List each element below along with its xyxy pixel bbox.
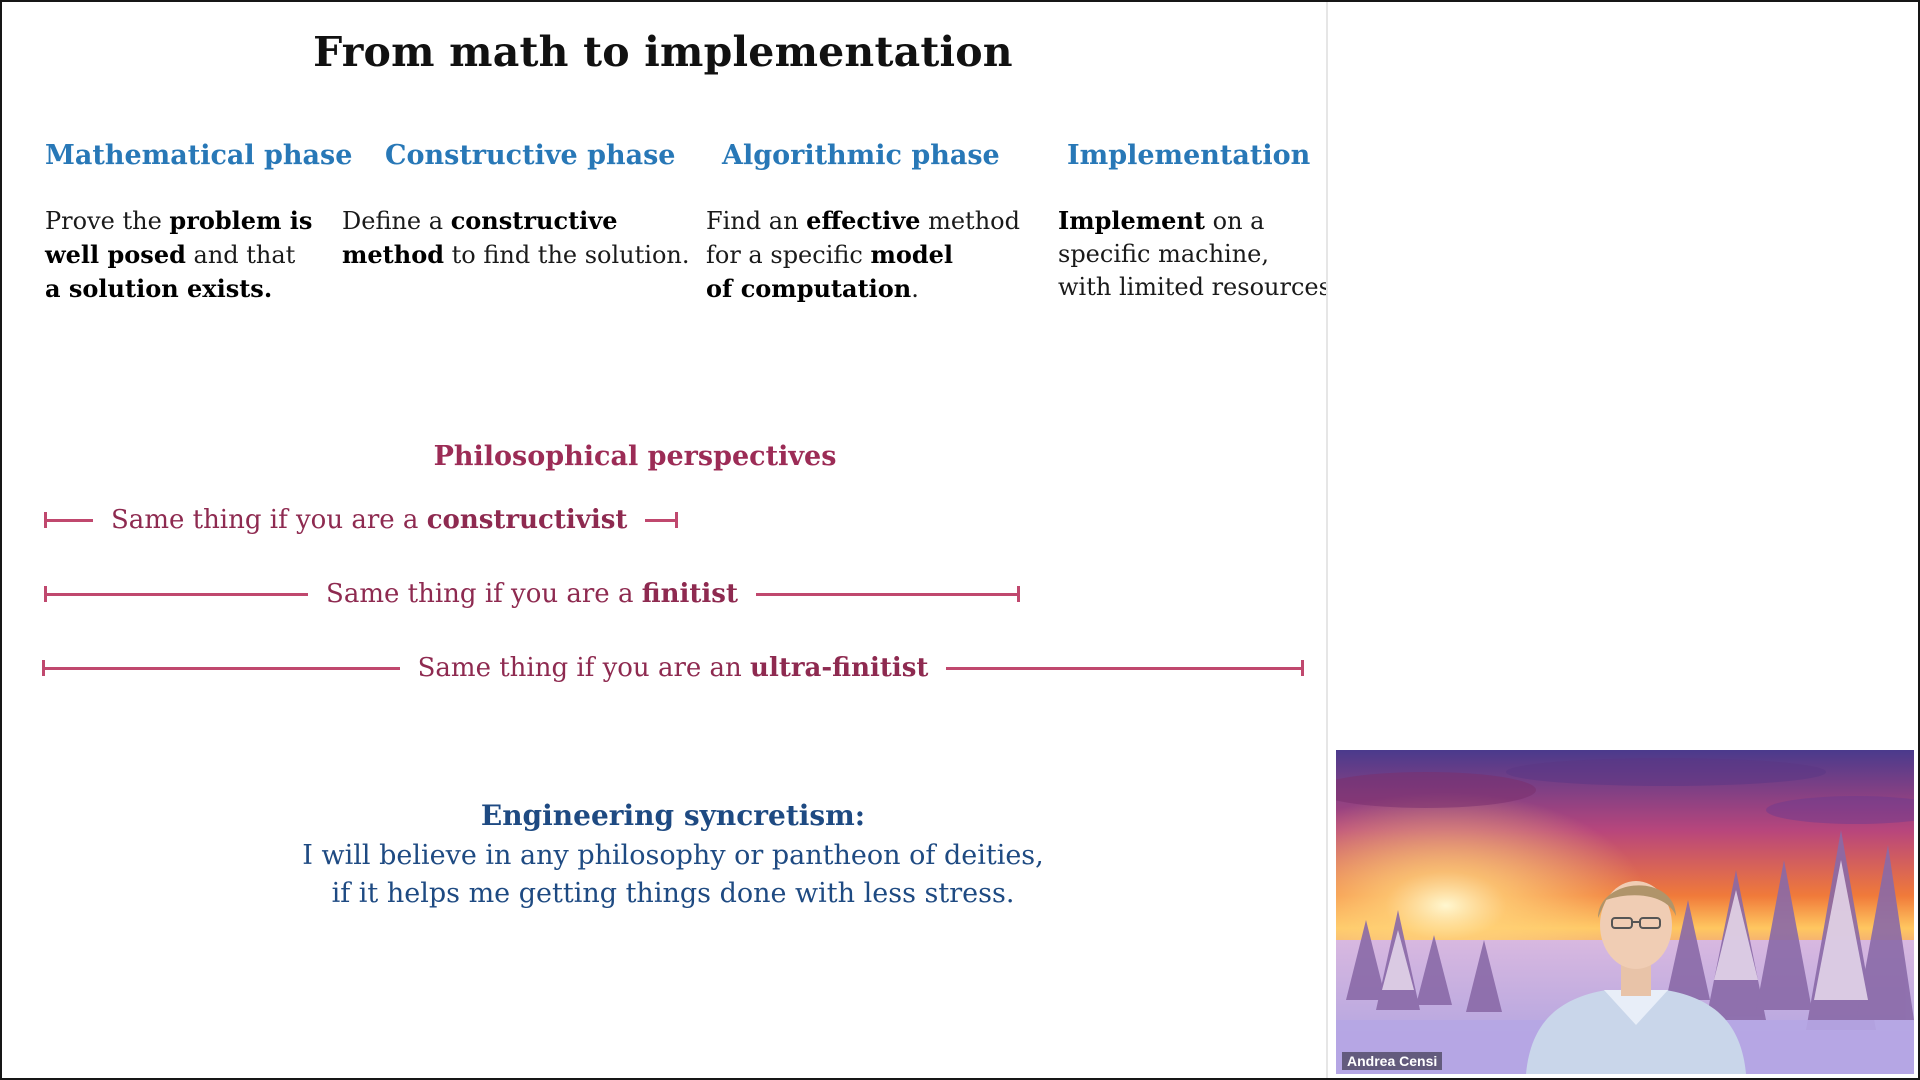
engineering-syncretism-line-1: I will believe in any philosophy or pant… bbox=[302, 840, 1044, 871]
text-run: to find the solution. bbox=[444, 241, 690, 269]
phase-description-line: Define a constructive bbox=[342, 204, 690, 238]
emphasized-text: a solution exists. bbox=[45, 274, 273, 303]
phase-heading-mathematical: Mathematical phase bbox=[45, 140, 353, 171]
phase-description-line: Prove the problem is bbox=[45, 204, 312, 238]
phase-description-line: Find an effective method bbox=[706, 204, 1020, 238]
emphasized-text: method bbox=[342, 240, 444, 269]
video-frame bbox=[1336, 750, 1914, 1074]
range-line-right bbox=[946, 666, 1301, 670]
phase-description-line: specific machine, bbox=[1058, 238, 1339, 271]
text-run: Prove the bbox=[45, 207, 170, 235]
participant-figure bbox=[1526, 881, 1746, 1074]
range-end-tick bbox=[1017, 586, 1020, 602]
phase-description-line: for a specific model bbox=[706, 238, 1020, 272]
emphasized-text: model bbox=[870, 240, 954, 269]
range-line-right bbox=[645, 518, 675, 522]
range-line-right bbox=[755, 592, 1017, 596]
range-line-left bbox=[47, 592, 309, 596]
range-label-ultra-finitist: Same thing if you are an ultra-finitist bbox=[417, 653, 929, 683]
range-start-tick bbox=[44, 586, 47, 602]
philosophical-perspectives-heading: Philosophical perspectives bbox=[433, 441, 837, 472]
engineering-syncretism-line-2: if it helps me getting things done with … bbox=[331, 878, 1015, 909]
presentation-slide: From math to implementation Mathematical… bbox=[4, 4, 1339, 1078]
phase-description-line: a solution exists. bbox=[45, 272, 312, 306]
text-run: Find an bbox=[706, 207, 807, 235]
range-end-tick bbox=[675, 512, 678, 528]
range-start-tick bbox=[42, 660, 45, 676]
range-ultra-finitist: Same thing if you are an ultra-finitist bbox=[42, 648, 1304, 688]
emphasized-text: constructive bbox=[450, 206, 618, 235]
emphasized-text: of computation bbox=[706, 274, 912, 303]
phase-heading-implementation: Implementation bbox=[1067, 140, 1311, 171]
range-start-tick bbox=[44, 512, 47, 528]
range-line-left bbox=[47, 518, 93, 522]
emphasized-text: effective bbox=[806, 206, 921, 235]
text-run: specific machine, bbox=[1058, 240, 1270, 268]
participant-video-tile[interactable]: Andrea Censi bbox=[1336, 750, 1914, 1074]
text-run: on a bbox=[1205, 207, 1265, 235]
participant-name-tag: Andrea Censi bbox=[1342, 1052, 1443, 1070]
text-run: Define a bbox=[342, 207, 451, 235]
range-label-finitist: Same thing if you are a finitist bbox=[326, 579, 738, 609]
phase-heading-constructive: Constructive phase bbox=[385, 140, 676, 171]
phase-description-line: of computation. bbox=[706, 272, 1020, 306]
phase-heading-algorithmic: Algorithmic phase bbox=[722, 140, 1000, 171]
phase-description-line: method to find the solution. bbox=[342, 238, 690, 272]
range-line-left bbox=[45, 666, 400, 670]
text-run: and that bbox=[185, 241, 296, 269]
text-run: . bbox=[911, 275, 919, 303]
emphasized-text: problem is bbox=[169, 206, 313, 235]
emphasized-text: well posed bbox=[45, 240, 186, 269]
pane-divider bbox=[1326, 2, 1328, 1078]
phase-description-line: well posed and that bbox=[45, 238, 312, 272]
range-end-tick bbox=[1301, 660, 1304, 676]
emphasized-text: Implement bbox=[1058, 206, 1205, 235]
text-run: with limited resources. bbox=[1058, 273, 1339, 301]
slide-title: From math to implementation bbox=[313, 28, 1013, 76]
range-label-constructivist: Same thing if you are a constructivist bbox=[111, 505, 628, 535]
text-run: for a specific bbox=[706, 241, 871, 269]
phase-description-line: with limited resources. bbox=[1058, 271, 1339, 304]
range-constructivist: Same thing if you are a constructivist bbox=[44, 500, 678, 540]
phase-description-line: Implement on a bbox=[1058, 204, 1339, 238]
text-run: method bbox=[920, 207, 1020, 235]
range-finitist: Same thing if you are a finitist bbox=[44, 574, 1020, 614]
engineering-syncretism-heading: Engineering syncretism: bbox=[480, 799, 866, 832]
